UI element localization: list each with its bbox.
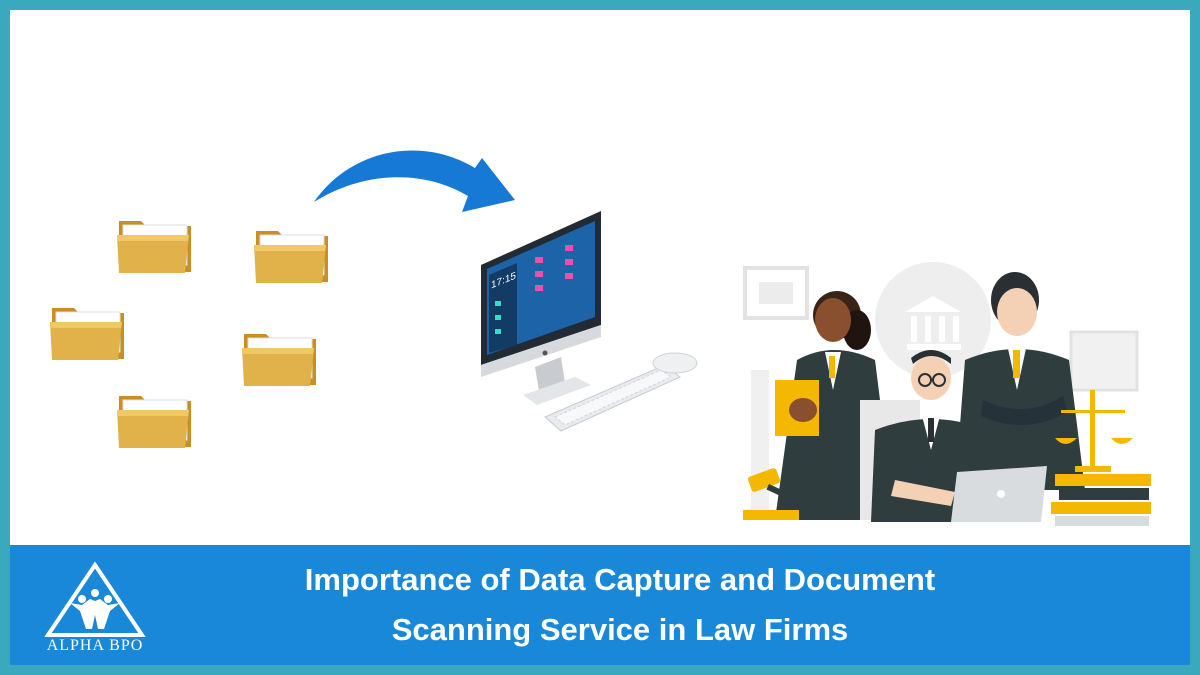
folder-icon <box>117 396 191 448</box>
gavel-icon <box>743 468 815 520</box>
alpha-bpo-logo-icon <box>44 561 146 637</box>
curved-arrow-icon <box>314 150 515 212</box>
title-line-1: Importance of Data Capture and Document <box>304 562 936 597</box>
folder-icon <box>117 221 191 273</box>
courthouse-icon <box>875 262 991 378</box>
folder-icon <box>242 334 316 386</box>
folder-icon <box>50 308 124 360</box>
mouse-icon <box>652 352 698 374</box>
page-title: Importance of Data Capture and Document … <box>210 555 1030 655</box>
keyboard-icon <box>544 364 681 432</box>
illustration-area: 17:15 <box>10 10 1190 545</box>
lawyer-team-illustration <box>743 262 1151 526</box>
title-banner: ALPHA BPO Importance of Data Capture and… <box>10 545 1190 665</box>
laptop-icon <box>951 466 1047 522</box>
scales-of-justice-icon <box>1055 390 1133 472</box>
certificate-frame <box>743 266 809 320</box>
title-line-2: Scanning Service in Law Firms <box>391 612 849 647</box>
brand-name: ALPHA BPO <box>46 637 144 654</box>
folder-icon <box>254 231 328 283</box>
computer-icon: 17:15 <box>481 211 698 432</box>
alpha-bpo-logo: ALPHA BPO <box>40 559 150 659</box>
